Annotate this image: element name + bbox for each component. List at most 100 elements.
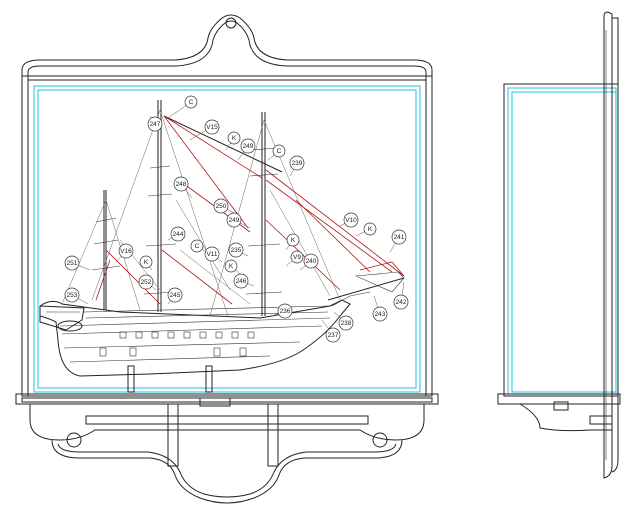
- callout-bubble: [204, 119, 220, 135]
- callout-239: 239: [289, 155, 305, 177]
- callout-bubble: [64, 287, 80, 303]
- callout-label: C: [195, 243, 200, 250]
- callout-bubble: [290, 250, 304, 264]
- callout-label: 253: [67, 292, 78, 299]
- callout-bubble: [325, 327, 341, 343]
- callout-245: 245: [167, 287, 183, 305]
- callout-248: 248: [173, 176, 193, 199]
- callout-249b: 249: [226, 212, 251, 229]
- callout-label: 251: [67, 260, 78, 267]
- callout-label: 239: [292, 160, 303, 167]
- callout-label: 235: [231, 247, 242, 254]
- callout-label: V9: [293, 254, 301, 261]
- callout-V10: V10: [339, 212, 359, 228]
- callout-label: V15: [206, 124, 218, 131]
- callout-bubble: [227, 131, 241, 145]
- callout-label: 240: [306, 258, 317, 265]
- stand-left: [127, 365, 135, 393]
- callout-bubble: [289, 155, 305, 171]
- callout-K1: K: [225, 131, 241, 151]
- callout-label: 242: [396, 299, 407, 306]
- mount-hole-right: [372, 432, 388, 448]
- callout-249a: 249: [237, 138, 256, 161]
- callout-label: 241: [394, 234, 405, 241]
- callout-240: 240: [299, 253, 319, 271]
- callout-label: 247: [150, 121, 161, 128]
- callout-label: 237: [328, 332, 339, 339]
- callout-243: 243: [372, 295, 388, 322]
- callout-C3: C: [190, 239, 207, 253]
- stand-right: [205, 365, 213, 393]
- callout-V16: V16: [115, 243, 134, 263]
- callout-bubble: [167, 287, 183, 303]
- callout-bubble: [138, 274, 154, 290]
- callout-label: 252: [141, 279, 152, 286]
- callout-K3: K: [285, 233, 300, 251]
- callout-247: 247: [147, 115, 163, 132]
- side-view-case: [497, 11, 621, 479]
- callout-bubble: [272, 144, 286, 158]
- callout-label: V16: [120, 248, 132, 255]
- gunport-row: [99, 331, 255, 357]
- ship-hull: [39, 299, 351, 377]
- front-view-case: [15, 14, 439, 504]
- callout-label: K: [144, 259, 149, 266]
- callout-bubble: [213, 198, 229, 214]
- callout-label: V11: [206, 251, 217, 258]
- callout-label: C: [189, 99, 194, 106]
- callout-bubble: [204, 246, 220, 262]
- callout-label: 246: [236, 278, 247, 285]
- callout-bubble: [233, 273, 249, 289]
- callout-K2: K: [355, 222, 377, 237]
- callout-bubble: [224, 259, 238, 273]
- callout-bubble: [226, 212, 242, 228]
- callout-bubble: [303, 253, 319, 269]
- callout-bubble: [372, 306, 388, 322]
- callout-label: K: [229, 263, 234, 270]
- callout-250: 250: [213, 198, 237, 215]
- callout-bubble: [147, 116, 163, 132]
- callout-label: C: [277, 148, 282, 155]
- callout-bubble: [277, 303, 293, 319]
- callout-K4: K: [139, 255, 153, 271]
- side-glass: [507, 87, 617, 395]
- callout-bubble: [118, 243, 134, 259]
- callout-bubble: [190, 239, 204, 253]
- callout-label: 249: [229, 217, 240, 224]
- callout-label: 250: [216, 203, 227, 210]
- callout-C2: C: [267, 144, 286, 161]
- callout-bubble: [170, 226, 186, 242]
- callout-V15: V15: [189, 119, 220, 141]
- callout-label: 244: [173, 231, 184, 238]
- callout-K5: K: [224, 259, 241, 275]
- callout-V11: V11: [204, 246, 223, 263]
- callout-label: K: [291, 237, 296, 244]
- callout-V9: V9: [285, 250, 304, 267]
- mount-hole-left: [66, 432, 82, 448]
- callout-253: 253: [64, 287, 89, 305]
- callout-label: 245: [170, 292, 181, 299]
- callout-label: K: [368, 226, 373, 233]
- callout-241: 241: [389, 229, 407, 253]
- callout-242: 242: [393, 281, 409, 310]
- callout-bubble: [286, 233, 300, 247]
- callout-C1: C: [167, 95, 198, 119]
- callout-bubble: [343, 212, 359, 228]
- callout-label: 249: [243, 143, 254, 150]
- callout-246: 246: [233, 273, 255, 289]
- callout-bubble: [391, 229, 407, 245]
- callout-bubble: [240, 138, 256, 154]
- hanging-hole: [225, 17, 237, 29]
- callout-bubble: [64, 255, 80, 271]
- callout-bubble: [393, 294, 409, 310]
- callout-244: 244: [167, 226, 186, 242]
- callout-label: V10: [345, 217, 357, 224]
- callout-label: 236: [280, 308, 291, 315]
- callout-235: 235: [228, 242, 249, 258]
- case-latch: [199, 397, 231, 407]
- callout-251: 251: [64, 255, 91, 271]
- front-glass: [33, 85, 421, 393]
- callout-bubble: [228, 242, 244, 258]
